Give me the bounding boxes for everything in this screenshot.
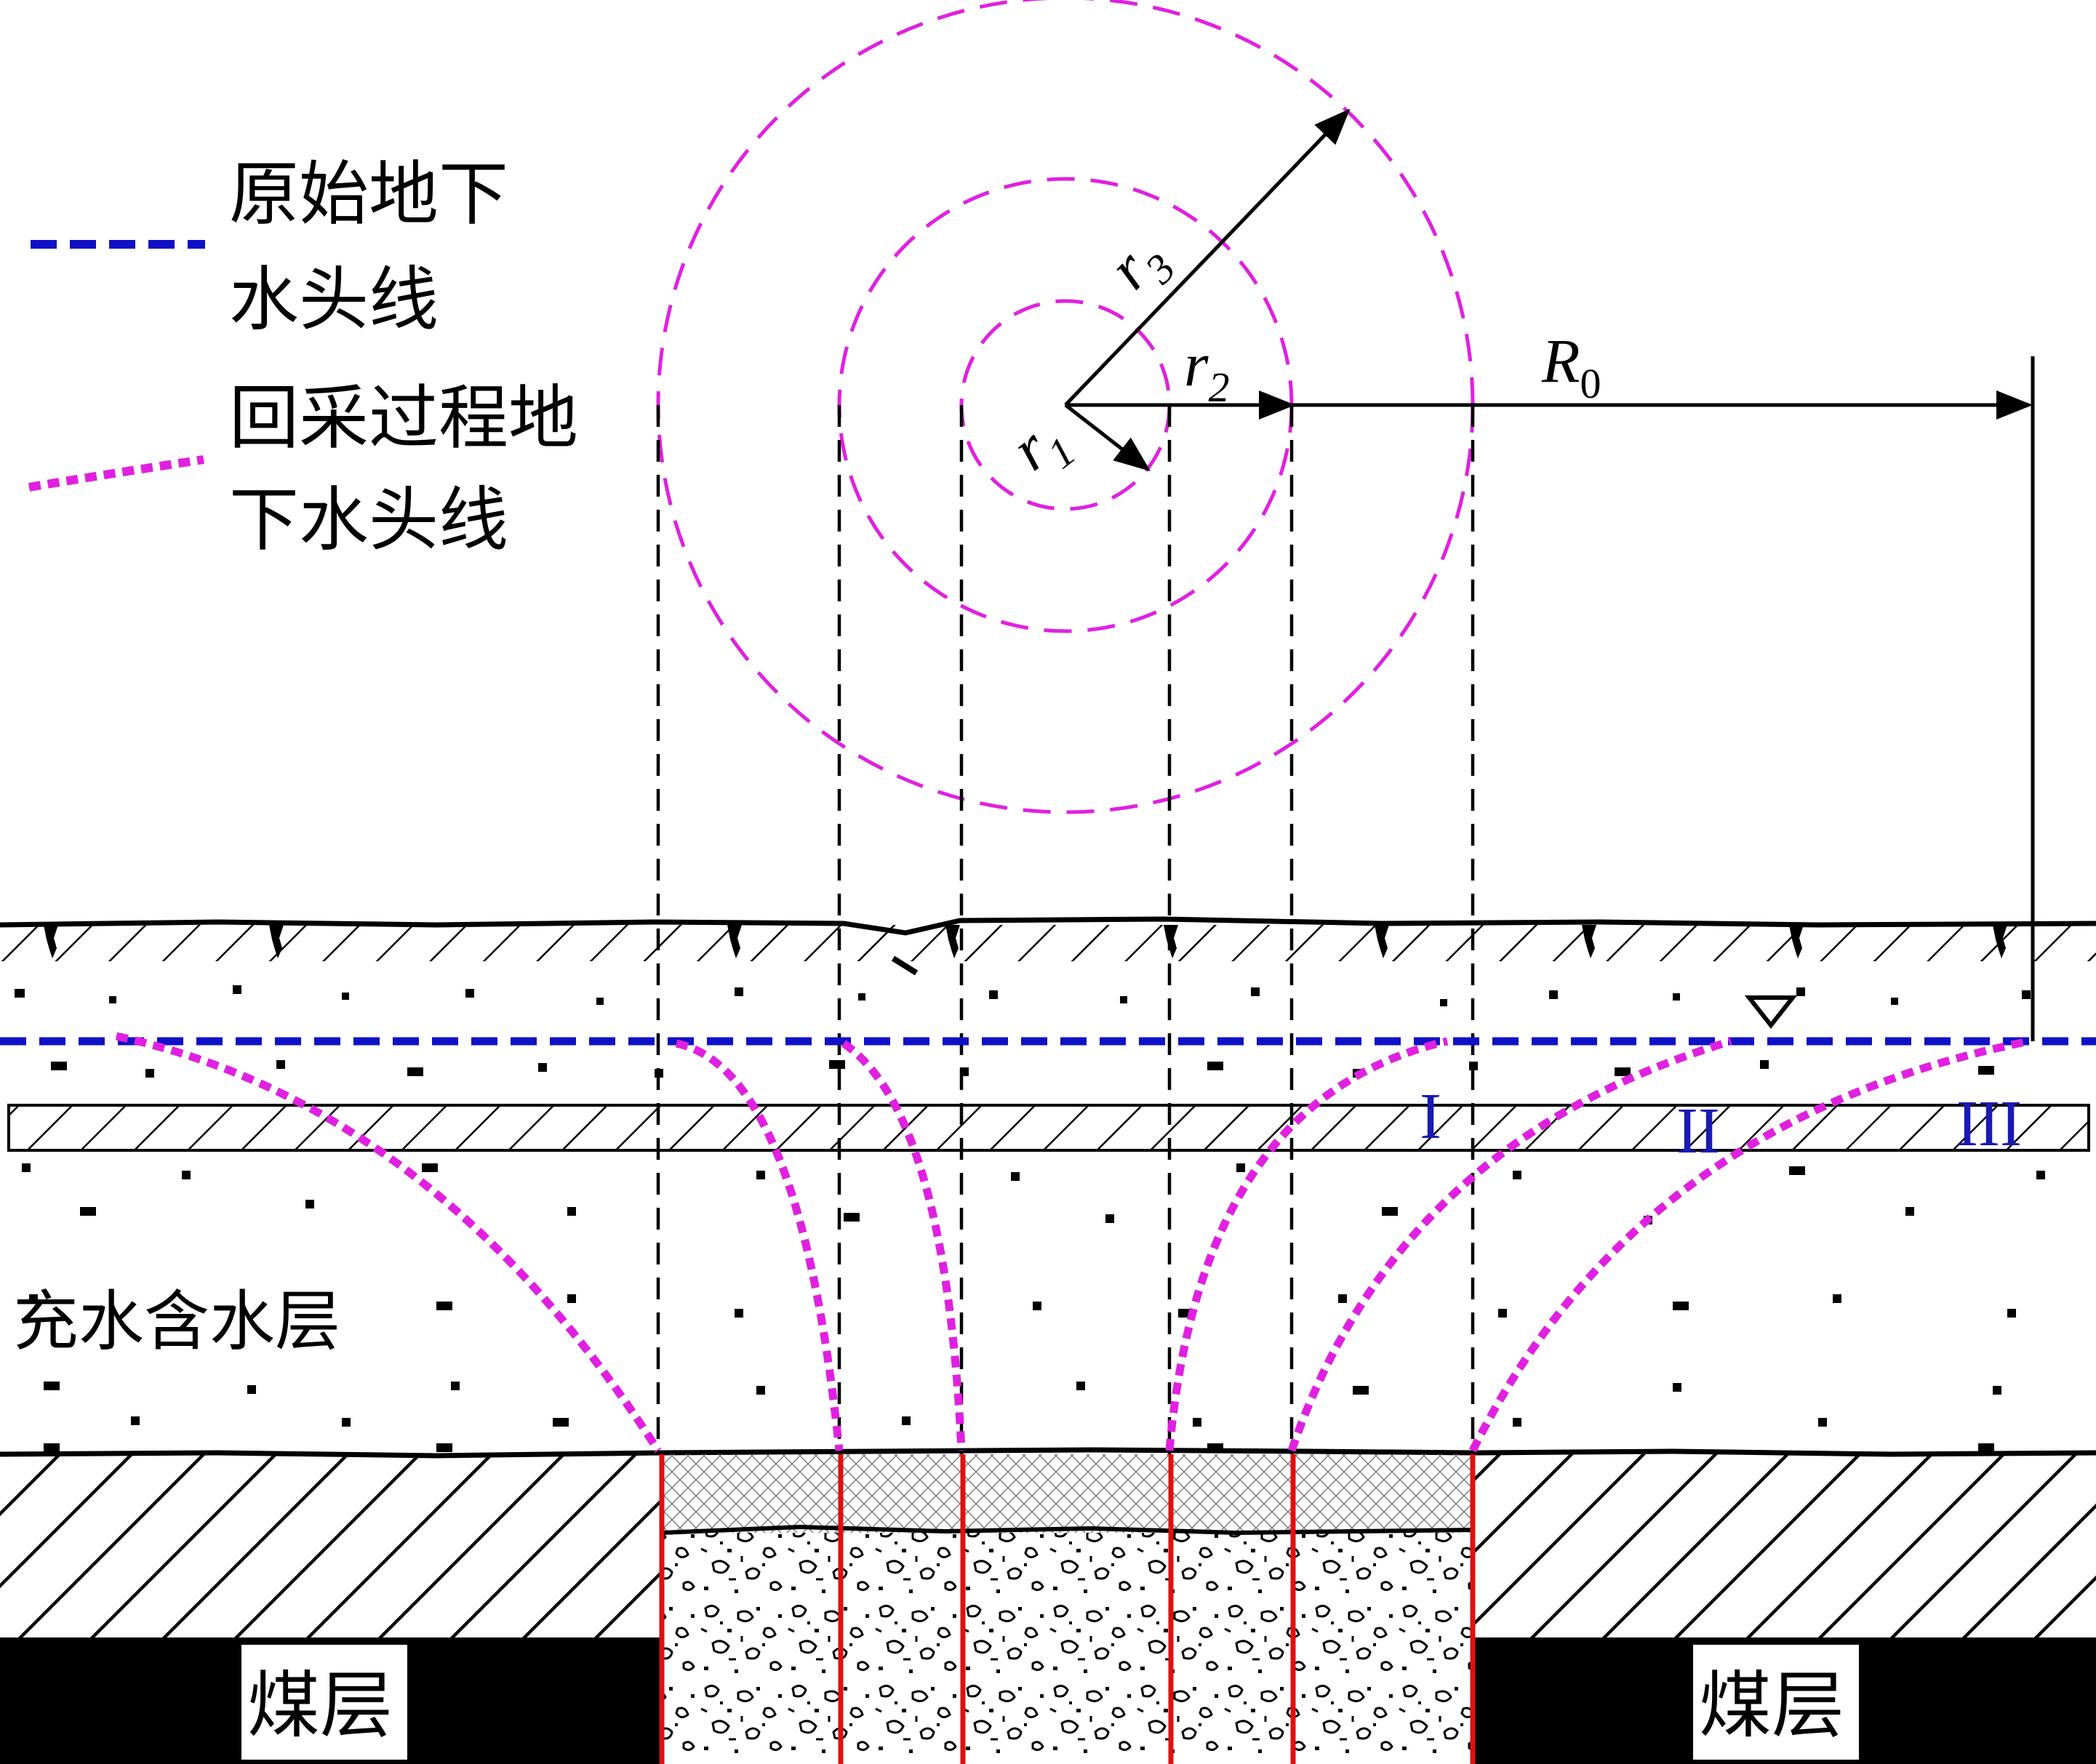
surface-layer	[0, 916, 2096, 976]
coal-label-left-box	[241, 1645, 407, 1760]
aquifer-dots	[15, 985, 2045, 1452]
zone-label-1: I	[1420, 1081, 1441, 1152]
goaf-zone	[661, 1454, 1473, 1764]
ground-surface-line	[0, 916, 2096, 936]
aquitard-band	[7, 1104, 2090, 1152]
arrow-r3	[1064, 108, 1351, 406]
coal-label-left: 煤层	[247, 1663, 393, 1748]
aquifer-label: 充水含水层	[13, 1283, 340, 1360]
water-table-symbol	[1744, 995, 1798, 1029]
arrow-r1	[1064, 404, 1151, 472]
projection-lines	[656, 405, 1475, 1454]
roof-rock-layer	[0, 1447, 2096, 1637]
label-r2: r2	[1184, 329, 1229, 411]
mining-water-head-curves	[115, 1032, 2031, 1453]
label-R0: R0	[1541, 326, 1601, 407]
legend-mining-head-label-line1: 回采过程地	[229, 377, 578, 459]
radius-labels: r1 r2 r3 R0	[999, 236, 1601, 493]
coal-label-right: 煤层	[1699, 1663, 1844, 1748]
zone-label-2: II	[1676, 1095, 1720, 1167]
zone-labels: I II III	[1420, 1081, 2022, 1167]
legend-mining-head-label-line2: 下水头线	[229, 479, 508, 561]
surface-crack-mark	[891, 955, 919, 976]
legend-original-head-label-line1: 原始地下	[229, 153, 508, 235]
legend-mining-head-swatch	[28, 455, 204, 492]
surface-root-symbols	[44, 925, 2007, 958]
label-r1: r1	[999, 401, 1084, 493]
goaf-fracture-lines	[659, 1454, 1476, 1764]
coal-seam: 煤层 煤层	[0, 1637, 2096, 1764]
zone-label-3: III	[1956, 1088, 2022, 1160]
legend-original-head-label-line2: 水头线	[229, 259, 439, 340]
legend: 原始地下 水头线 回采过程地 下水头线	[28, 153, 578, 561]
coal-label-right-box	[1693, 1645, 1859, 1760]
